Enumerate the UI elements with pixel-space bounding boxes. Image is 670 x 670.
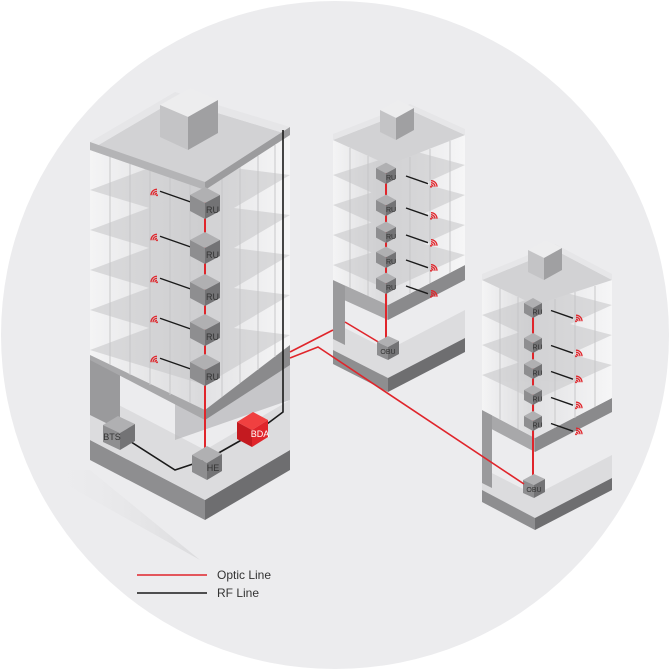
ru-unit: RU: [150, 187, 220, 219]
ru-unit: RU: [376, 162, 438, 188]
ru-label: RU: [532, 396, 542, 403]
ru-label: RU: [386, 259, 396, 266]
ru-unit: RU: [524, 385, 583, 410]
bda-label: BDA: [251, 429, 270, 439]
optic-link-building-2: [289, 329, 334, 353]
ru-unit: RU: [524, 411, 583, 436]
ru-unit: RU: [524, 359, 583, 384]
ru-unit: RU: [150, 354, 220, 386]
antenna-signal-icon: [430, 290, 438, 298]
ru-unit: RU: [376, 246, 438, 272]
ru-unit: RU: [150, 232, 220, 264]
bda-unit: BDA: [237, 412, 269, 447]
ru-label: RU: [386, 234, 396, 241]
roof-unit: [160, 88, 218, 150]
ru-label: RU: [206, 205, 219, 215]
obu-label: OBU: [526, 487, 541, 494]
legend: Optic Line RF Line: [137, 568, 271, 600]
legend-rf-label: RF Line: [217, 586, 259, 600]
ru-label: RU: [532, 370, 542, 377]
ru-label: RU: [532, 344, 542, 351]
antenna-signal-icon: [575, 427, 583, 436]
ru-label: RU: [386, 175, 396, 182]
he-unit: HE: [192, 446, 222, 480]
ru-unit: RU: [376, 221, 438, 247]
antenna-signal-icon: [430, 180, 438, 188]
antenna-signal-icon: [575, 349, 583, 358]
optic-link-building-3: [289, 346, 525, 485]
obu-unit: OBU: [377, 336, 399, 360]
ru-unit: RU: [376, 272, 438, 298]
ru-label: RU: [386, 285, 396, 292]
optic-links: [289, 329, 525, 485]
building-3: RU RU RU RU RU OBU: [482, 240, 612, 530]
ru-label: RU: [206, 292, 219, 302]
antenna-signal-icon: [575, 314, 583, 323]
bts-unit: BTS: [103, 416, 135, 450]
building-2: RU RU RU RU RU OBU: [333, 100, 465, 392]
ru-unit: RU: [150, 274, 220, 306]
ru-label: RU: [532, 309, 542, 316]
obu-label: OBU: [380, 349, 395, 356]
ru-label: RU: [532, 422, 542, 429]
ru-label: RU: [206, 372, 219, 382]
ru-unit: RU: [524, 298, 583, 323]
ru-label: RU: [206, 332, 219, 342]
antenna-signal-icon: [150, 355, 158, 364]
bts-label: BTS: [103, 432, 121, 442]
ru-label: RU: [386, 207, 396, 214]
antenna-signal-icon: [150, 275, 158, 284]
antenna-signal-icon: [430, 239, 438, 247]
ru-unit: RU: [524, 333, 583, 358]
antenna-signal-icon: [150, 233, 158, 242]
antenna-signal-icon: [150, 315, 158, 324]
antenna-signal-icon: [150, 188, 158, 197]
antenna-signal-icon: [575, 375, 583, 384]
ru-label: RU: [206, 250, 219, 260]
obu-unit: OBU: [523, 474, 545, 498]
ru-unit: RU: [150, 314, 220, 346]
legend-optic-label: Optic Line: [217, 568, 271, 582]
antenna-signal-icon: [430, 212, 438, 220]
antenna-signal-icon: [575, 401, 583, 410]
antenna-signal-icon: [430, 264, 438, 272]
building-1: RU RU RU RU RU BTS HE BDA: [40, 88, 290, 560]
ru-unit: RU: [376, 194, 438, 220]
he-label: HE: [207, 463, 220, 473]
